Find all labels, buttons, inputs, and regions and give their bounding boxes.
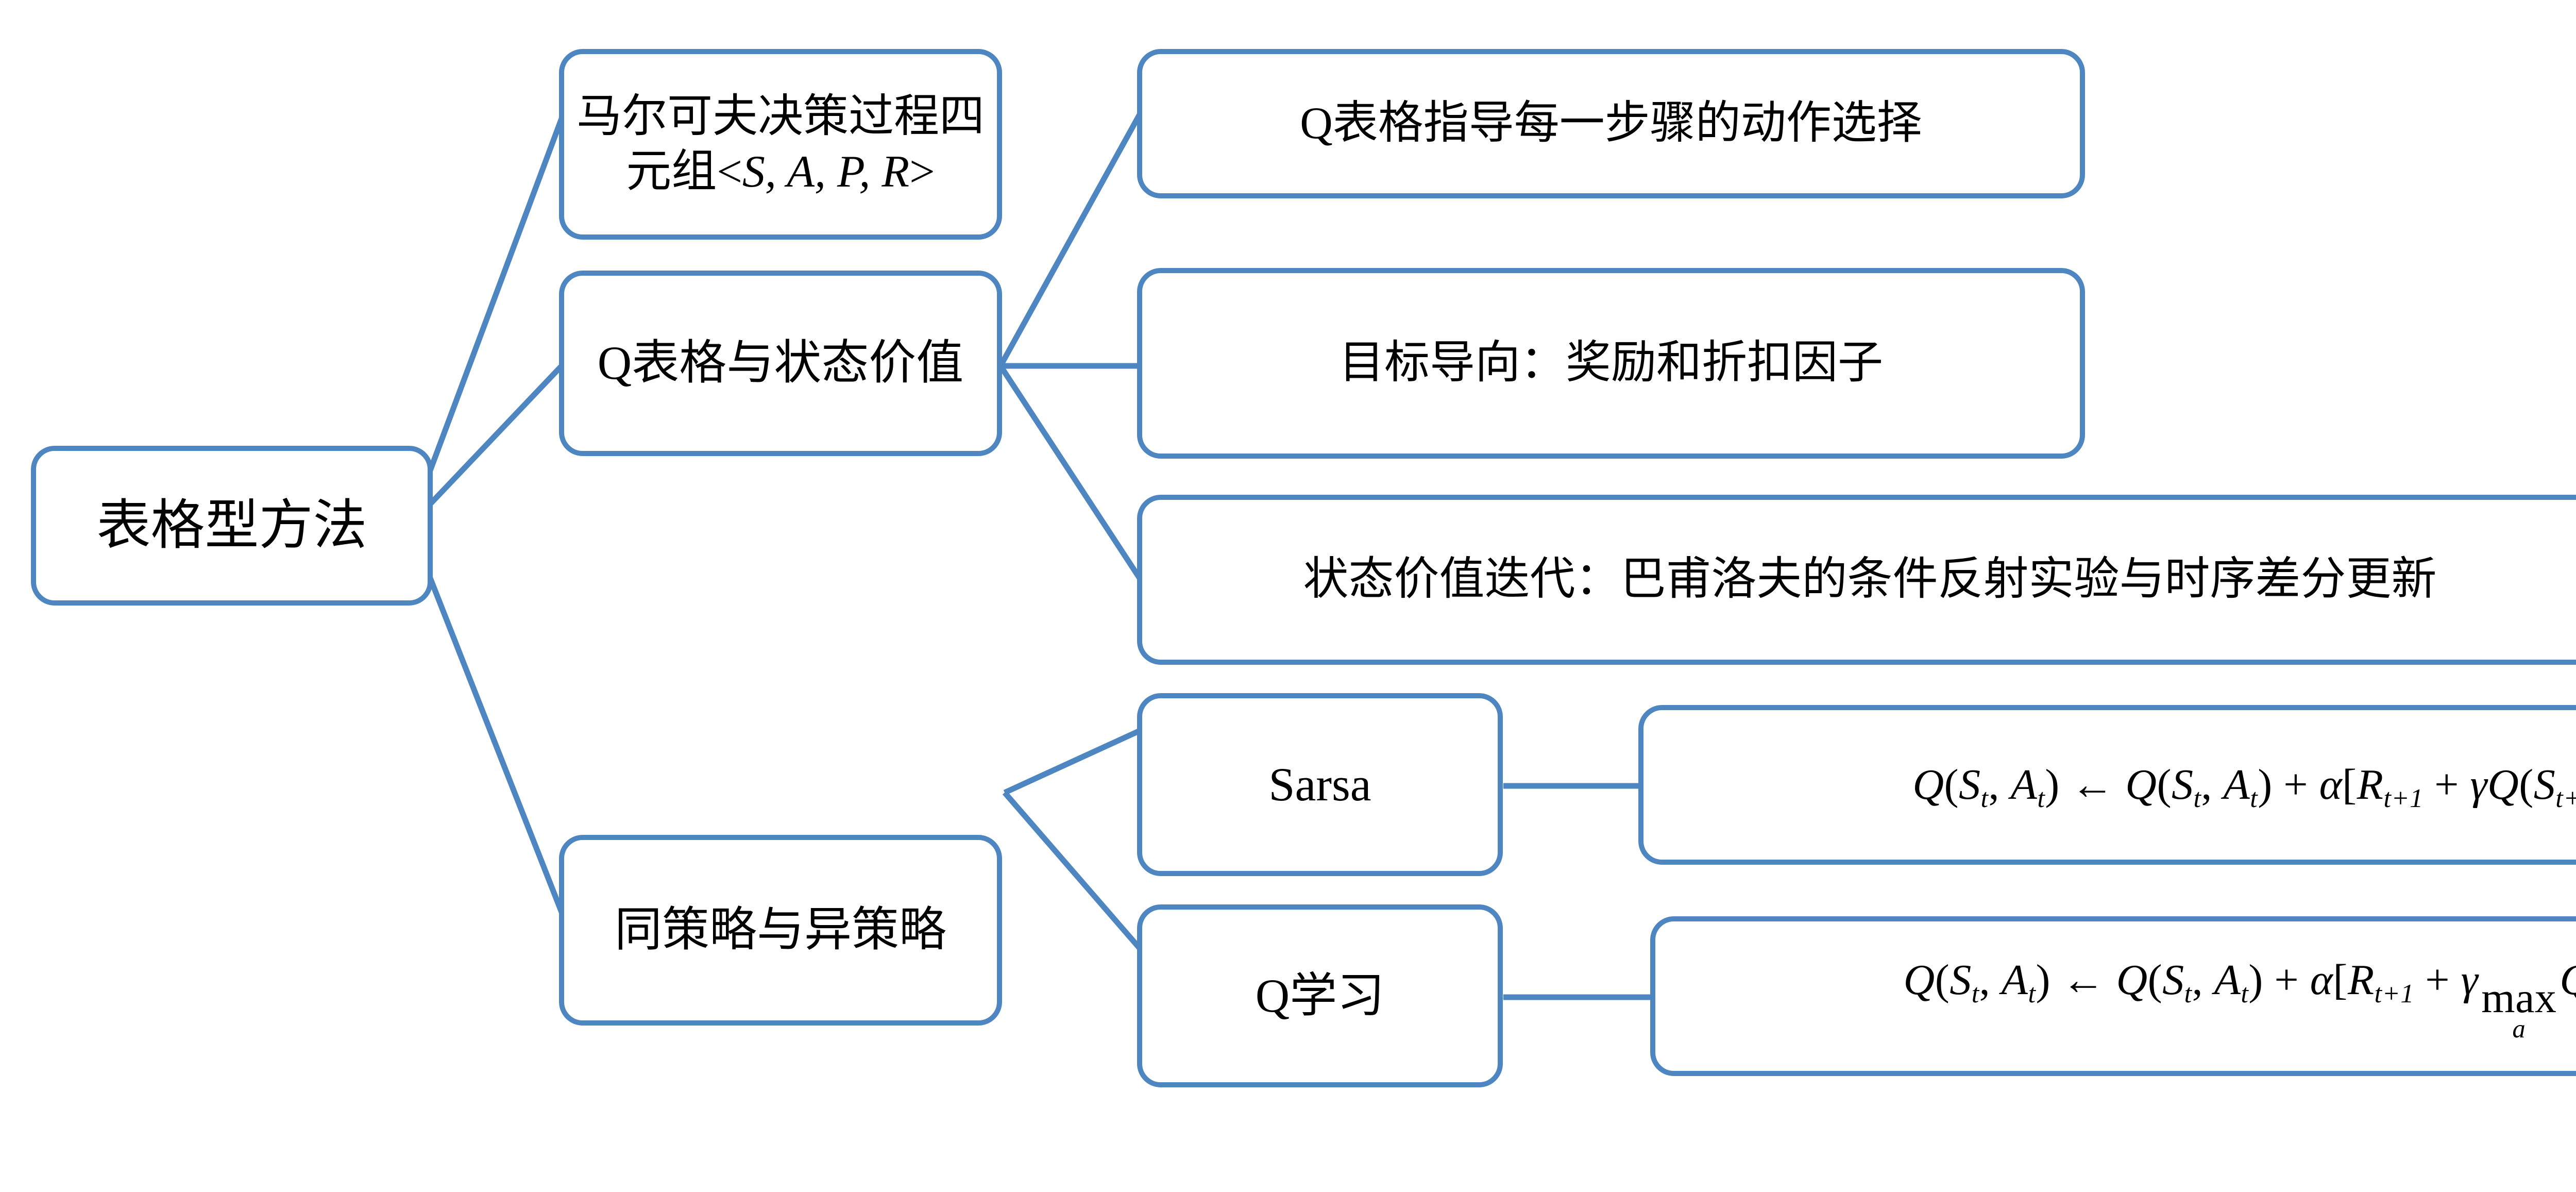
node-q-child-1-label: Q表格指导每一步骤的动作选择 [1300, 98, 1922, 148]
edge-root-to-mdp [406, 117, 565, 527]
edge-qtable-to-child1 [998, 113, 1142, 367]
node-sarsa-formula[interactable]: Q(St, At) ← Q(St, At) + α[Rt+1 + γQ(St+1… [1638, 705, 2576, 865]
edge-qtable-to-child3 [998, 364, 1142, 580]
node-mdp-line1: 马尔可夫决策过程四 [576, 91, 985, 142]
node-root-label: 表格型方法 [96, 495, 367, 556]
node-mdp-line2: 元组<S, A, P, R> [626, 147, 935, 197]
edge-root-to-policy [406, 524, 565, 914]
node-sarsa[interactable]: Sarsa [1137, 693, 1503, 876]
node-qlearning-label: Q学习 [1255, 969, 1385, 1022]
node-policy-label: 同策略与异策略 [614, 903, 946, 956]
node-mdp[interactable]: 马尔可夫决策过程四 元组<S, A, P, R> [559, 49, 1002, 240]
node-q-child-3[interactable]: 状态价值迭代：巴甫洛夫的条件反射实验与时序差分更新 [1137, 495, 2576, 665]
sarsa-formula-text: Q(St, At) ← Q(St, At) + α[Rt+1 + γQ(St+1… [1912, 761, 2576, 814]
node-root[interactable]: 表格型方法 [31, 446, 433, 606]
node-qlearning-formula[interactable]: Q(St, At) ← Q(St, At) + α[Rt+1 + γmaxaQ(… [1650, 916, 2576, 1076]
node-q-child-2-label: 目标导向：奖励和折扣因子 [1338, 338, 1883, 388]
node-q-child-1[interactable]: Q表格指导每一步骤的动作选择 [1137, 49, 2085, 198]
edge-policy-to-sarsa [1003, 728, 1141, 796]
node-sarsa-label: Sarsa [1268, 758, 1371, 811]
qlearning-formula-text: Q(St, At) ← Q(St, At) + α[Rt+1 + γmaxaQ(… [1903, 956, 2576, 1043]
node-policy[interactable]: 同策略与异策略 [559, 835, 1002, 1026]
node-qlearning[interactable]: Q学习 [1137, 904, 1503, 1087]
edge-policy-to-qlearning [1002, 791, 1142, 950]
mdp-tuple-math: S, A, P, R [742, 147, 910, 197]
edge-root-to-qtable [408, 364, 564, 528]
node-qtable-label: Q表格与状态价值 [597, 337, 964, 390]
node-qtable[interactable]: Q表格与状态价值 [559, 271, 1002, 456]
node-q-child-2[interactable]: 目标导向：奖励和折扣因子 [1137, 268, 2085, 459]
node-q-child-3-label: 状态价值迭代：巴甫洛夫的条件反射实验与时序差分更新 [1303, 554, 2437, 605]
